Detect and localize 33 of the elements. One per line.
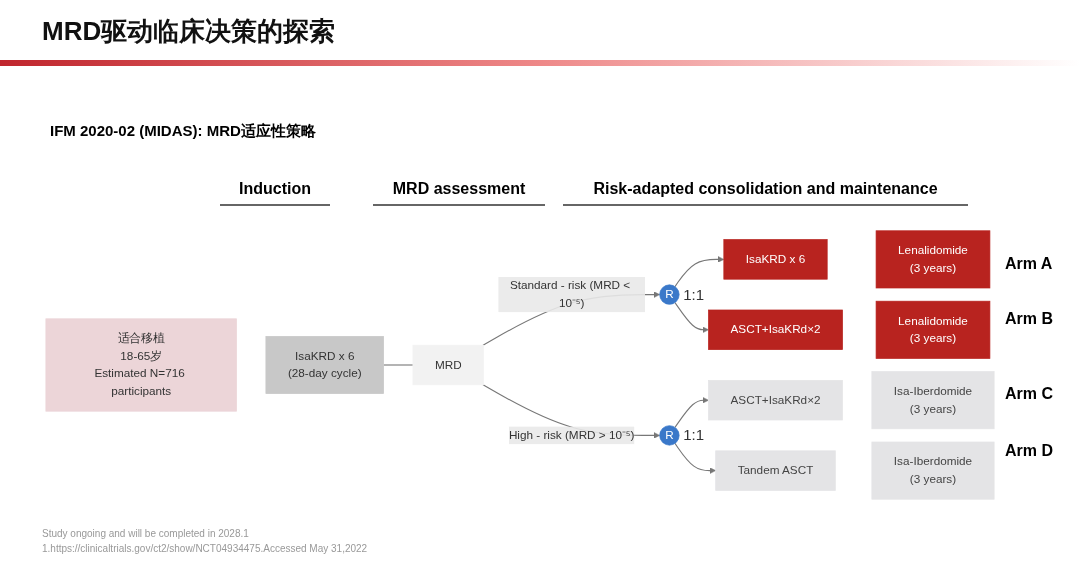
node-box: IsaKRD x 6 [723, 239, 828, 280]
node-box: Isa-Iberdomide (3 years) [871, 371, 995, 430]
node-box: Lenalidomide (3 years) [875, 300, 991, 359]
node-box: ASCT+IsaKRd×2 [708, 309, 843, 350]
column-header: Induction [220, 180, 330, 206]
slide-title: MRD驱动临床决策的探索 [42, 15, 336, 48]
ratio-label: 1:1 [683, 285, 704, 303]
node-box: Tandem ASCT [715, 450, 836, 491]
edge-label: Standard - risk (MRD < 10⁻⁵) [509, 279, 631, 310]
arm-label: Arm D [1005, 442, 1053, 460]
node-circle: R [659, 425, 680, 446]
arrow [674, 442, 716, 474]
arm-label: Arm A [1005, 255, 1053, 273]
arm-label: Arm B [1005, 310, 1053, 328]
column-header: MRD assessment [373, 180, 545, 206]
arrow [674, 302, 709, 333]
subtitle: IFM 2020-02 (MIDAS): MRD适应性策略 [50, 122, 316, 141]
edge-label: High - risk (MRD > 10⁻⁵) [508, 428, 635, 442]
arm-label: Arm C [1005, 385, 1053, 403]
column-header: Risk-adapted consolidation and maintenance [563, 180, 968, 206]
node-box: IsaKRD x 6 (28-day cycle) [265, 336, 384, 394]
node-box: MRD [412, 344, 485, 386]
footnote: 1.https://clinicaltrials.gov/ct2/show/NCT04934475.Accessed May 31,2022 [42, 543, 368, 554]
ratio-label: 1:1 [683, 426, 704, 444]
arrow [674, 256, 725, 288]
node-box: ASCT+IsaKRd×2 [708, 380, 843, 421]
arrow [674, 397, 709, 428]
node-circle: R [659, 284, 680, 305]
node-box: 适合移植 18-65岁 Estimated N=716 participants [45, 318, 237, 412]
footnote: Study ongoing and will be completed in 2028.1 [42, 528, 249, 539]
node-box: Isa-Iberdomide (3 years) [871, 441, 995, 500]
connector [383, 364, 414, 366]
node-box: Lenalidomide (3 years) [875, 230, 991, 289]
